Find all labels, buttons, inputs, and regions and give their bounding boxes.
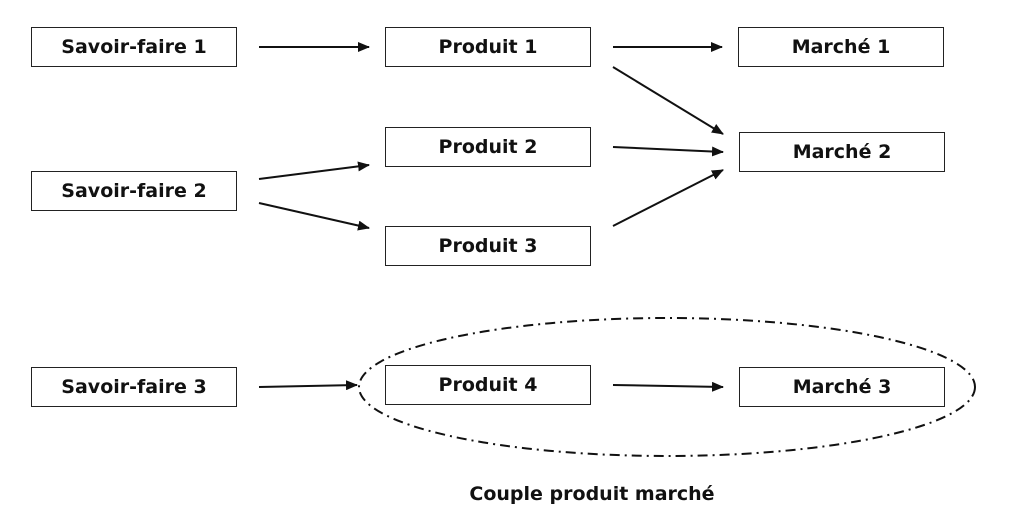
edge-p2-to-m2 bbox=[612, 146, 724, 157]
edge-p4-to-m3 bbox=[612, 381, 724, 392]
node-label: Produit 1 bbox=[438, 36, 538, 58]
node-marche-1: Marché 1 bbox=[738, 27, 944, 67]
node-label: Marché 1 bbox=[791, 36, 891, 58]
node-label: Produit 3 bbox=[438, 235, 538, 257]
node-produit-2: Produit 2 bbox=[385, 127, 591, 167]
edge-sf2-to-p2 bbox=[258, 161, 370, 180]
node-marche-2: Marché 2 bbox=[739, 132, 945, 172]
edge-sf3-to-p4 bbox=[258, 380, 358, 391]
node-label: Marché 2 bbox=[792, 141, 892, 163]
node-label: Savoir-faire 2 bbox=[61, 180, 207, 202]
node-savoir-faire-1: Savoir-faire 1 bbox=[31, 27, 237, 67]
node-savoir-faire-2: Savoir-faire 2 bbox=[31, 171, 237, 211]
edge-p3-to-m2 bbox=[612, 169, 724, 227]
node-label: Marché 3 bbox=[792, 376, 892, 398]
node-savoir-faire-3: Savoir-faire 3 bbox=[31, 367, 237, 407]
group-ellipse-couple-produit-marche bbox=[358, 317, 976, 457]
edge-sf2-to-p3 bbox=[258, 202, 370, 231]
group-caption: Couple produit marché bbox=[469, 483, 715, 505]
node-marche-3: Marché 3 bbox=[739, 367, 945, 407]
node-produit-4: Produit 4 bbox=[385, 365, 591, 405]
node-produit-3: Produit 3 bbox=[385, 226, 591, 266]
node-label: Savoir-faire 1 bbox=[61, 36, 207, 58]
node-label: Produit 4 bbox=[438, 374, 538, 396]
node-label: Savoir-faire 3 bbox=[61, 376, 207, 398]
node-produit-1: Produit 1 bbox=[385, 27, 591, 67]
edge-p1-to-m2 bbox=[612, 66, 724, 135]
node-label: Produit 2 bbox=[438, 136, 538, 158]
